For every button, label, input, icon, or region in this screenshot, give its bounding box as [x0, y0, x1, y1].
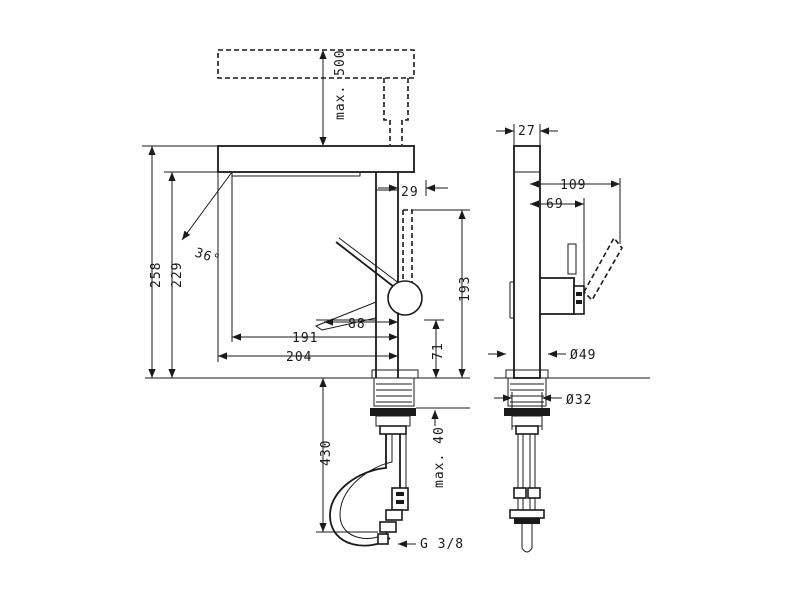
dim-angle: 36°	[181, 171, 233, 268]
label-29: 29	[401, 185, 419, 200]
label-109: 109	[560, 178, 586, 193]
front-view: max. 500 258 229 36° 29	[142, 49, 473, 552]
dim-88: 88	[324, 312, 399, 332]
dim-109: 109	[530, 178, 621, 244]
label-27: 27	[518, 124, 536, 139]
dim-71: 71	[424, 319, 446, 378]
dim-69: 69	[530, 197, 585, 290]
supply-hoses	[329, 434, 409, 547]
dim-dia32: Ø32	[494, 392, 592, 430]
dim-max-500: max. 500	[319, 49, 348, 146]
dim-max-40: max. 40	[416, 407, 470, 488]
faucet-body	[314, 172, 423, 435]
dim-258: 258	[142, 145, 218, 378]
label-88: 88	[348, 317, 366, 332]
dim-dia49: Ø49	[488, 348, 596, 363]
spout-head	[217, 145, 415, 362]
dim-27: 27	[496, 124, 558, 146]
label-max-40: max. 40	[432, 426, 447, 488]
label-258: 258	[149, 262, 164, 288]
dim-229: 229	[164, 171, 232, 378]
side-view: 27 109 69 Ø49 Ø32	[488, 124, 650, 553]
label-dia49: Ø49	[570, 348, 596, 363]
dim-204: 204	[218, 350, 398, 365]
dim-thread: G 3/8	[398, 537, 464, 552]
dim-193: 193	[412, 209, 473, 378]
label-193: 193	[458, 276, 473, 302]
label-69: 69	[546, 197, 564, 212]
label-max-500: max. 500	[333, 49, 348, 120]
pullout-spout-dashed	[217, 49, 415, 145]
label-430: 430	[319, 440, 334, 466]
label-dia32: Ø32	[566, 393, 592, 408]
dim-430: 430	[316, 378, 378, 533]
dim-191: 191	[232, 331, 398, 346]
label-229: 229	[170, 262, 185, 288]
label-71: 71	[431, 342, 446, 360]
label-191: 191	[292, 331, 318, 346]
dim-29: 29	[378, 172, 448, 200]
label-204: 204	[286, 350, 312, 365]
label-thread: G 3/8	[420, 537, 464, 552]
